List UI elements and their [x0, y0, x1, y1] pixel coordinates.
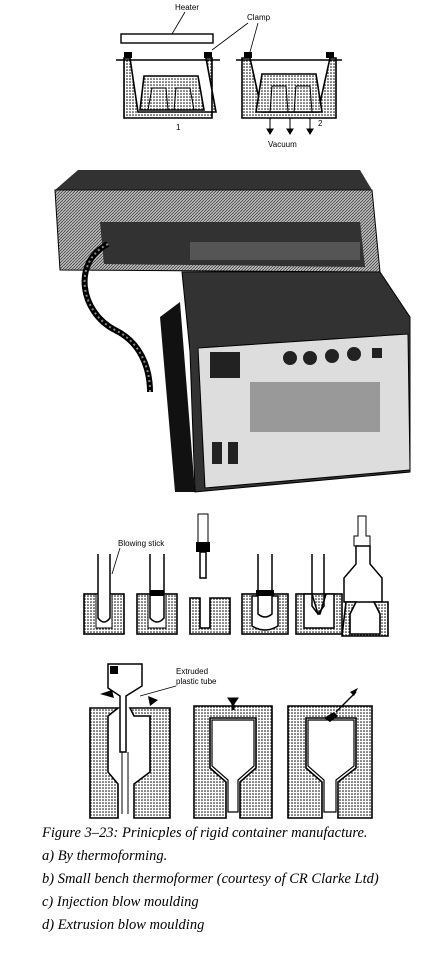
- extrusion-mould3: [287, 688, 373, 819]
- blow-stage3: [189, 513, 231, 635]
- blow-stage1: [83, 554, 125, 635]
- caption-title: Figure 3–23: Prinicples of rigid contain…: [42, 825, 368, 841]
- mould-step2: [236, 52, 342, 119]
- extruder-head: [100, 663, 158, 753]
- clamp-label: Clamp: [247, 13, 271, 22]
- caption-item-d: d) Extrusion blow moulding: [42, 917, 205, 933]
- vacuum-label: Vacuum: [268, 140, 297, 149]
- caption-item-c: c) Injection blow moulding: [42, 894, 199, 910]
- heater-label: Heater: [175, 3, 199, 12]
- extrusion-mould1: [89, 707, 171, 819]
- caption-item-b: b) Small bench thermoformer (courtesy of…: [42, 871, 379, 887]
- extrusion-blow-moulding-diagram: Extruded plastic tube: [89, 663, 373, 819]
- mould-step1: [116, 52, 220, 119]
- thermoforming-diagram: Heater Clamp 1 2 Vacuum: [116, 3, 342, 149]
- step1-label: 1: [176, 123, 181, 132]
- extruded-label-line2: plastic tube: [176, 677, 217, 686]
- caption-item-a: a) By thermoforming.: [42, 848, 168, 864]
- injection-blow-moulding-diagram: Blowing stick: [83, 513, 389, 637]
- blow-stage5: [295, 554, 343, 635]
- extruded-label-line1: Extruded: [176, 667, 208, 676]
- extrusion-mould2: [193, 697, 273, 819]
- bench-thermoformer-photo: [54, 170, 411, 493]
- blowing-stick-label: Blowing stick: [118, 539, 165, 548]
- blow-stage2: [136, 554, 178, 635]
- figure-caption: Figure 3–23: Prinicples of rigid contain…: [42, 822, 434, 937]
- step2-label: 2: [318, 119, 323, 128]
- vacuum-arrows: [266, 118, 314, 135]
- blow-stage4: [241, 554, 289, 635]
- blow-stage6: [341, 515, 389, 637]
- heater-bar: [120, 33, 214, 44]
